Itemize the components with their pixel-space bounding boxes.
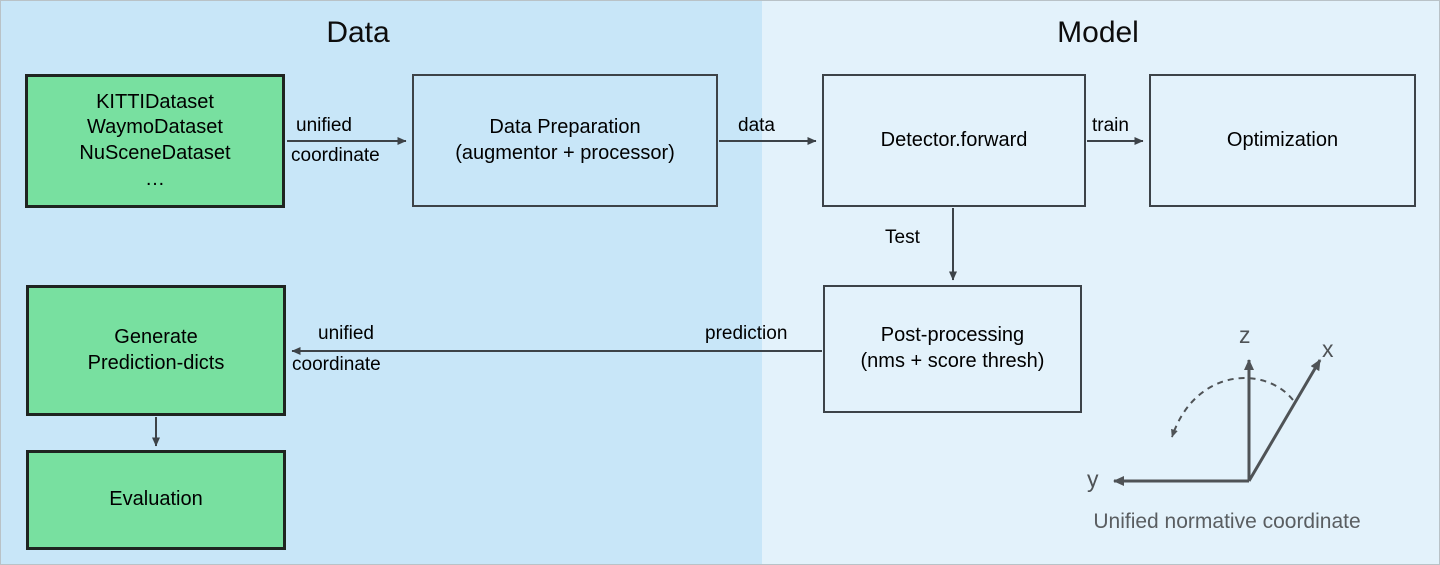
edge-label-prediction: prediction [705, 323, 788, 344]
node-detector-forward-label: Detector.forward [880, 128, 1028, 151]
node-data-preparation[interactable]: Data Preparation (augmentor + processor) [412, 74, 718, 207]
edge-label-unified-bottom: unified [318, 323, 374, 344]
edge-label-test: Test [885, 227, 920, 248]
edge-label-coordinate-top: coordinate [291, 145, 380, 166]
node-datasets-label: KITTIDataset WaymoDataset NuSceneDataset… [79, 90, 231, 190]
node-generate-prediction-dicts[interactable]: Generate Prediction-dicts [26, 285, 286, 416]
node-optimization[interactable]: Optimization [1149, 74, 1416, 207]
node-datasets[interactable]: KITTIDataset WaymoDataset NuSceneDataset… [25, 74, 285, 208]
node-optimization-label: Optimization [1226, 128, 1339, 151]
axis-label-y: y [1087, 466, 1099, 492]
node-generate-prediction-dicts-label: Generate Prediction-dicts [87, 325, 225, 374]
panel-model-background [762, 0, 1440, 565]
section-title-model: Model [1057, 16, 1139, 49]
node-post-processing-label: Post-processing (nms + score thresh) [860, 324, 1045, 372]
edge-label-coordinate-bottom: coordinate [292, 354, 381, 375]
edge-label-train: train [1092, 115, 1129, 136]
coordinate-caption: Unified normative coordinate [1093, 510, 1361, 533]
edge-label-data: data [738, 115, 775, 136]
node-evaluation-label: Evaluation [109, 488, 203, 511]
node-post-processing[interactable]: Post-processing (nms + score thresh) [823, 285, 1082, 413]
axis-label-x: x [1322, 336, 1334, 362]
node-evaluation[interactable]: Evaluation [26, 450, 286, 550]
section-title-data: Data [326, 16, 390, 49]
node-detector-forward[interactable]: Detector.forward [822, 74, 1086, 207]
edge-label-unified-top: unified [296, 115, 352, 136]
axis-label-z: z [1239, 322, 1251, 348]
node-data-preparation-label: Data Preparation (augmentor + processor) [455, 115, 675, 164]
